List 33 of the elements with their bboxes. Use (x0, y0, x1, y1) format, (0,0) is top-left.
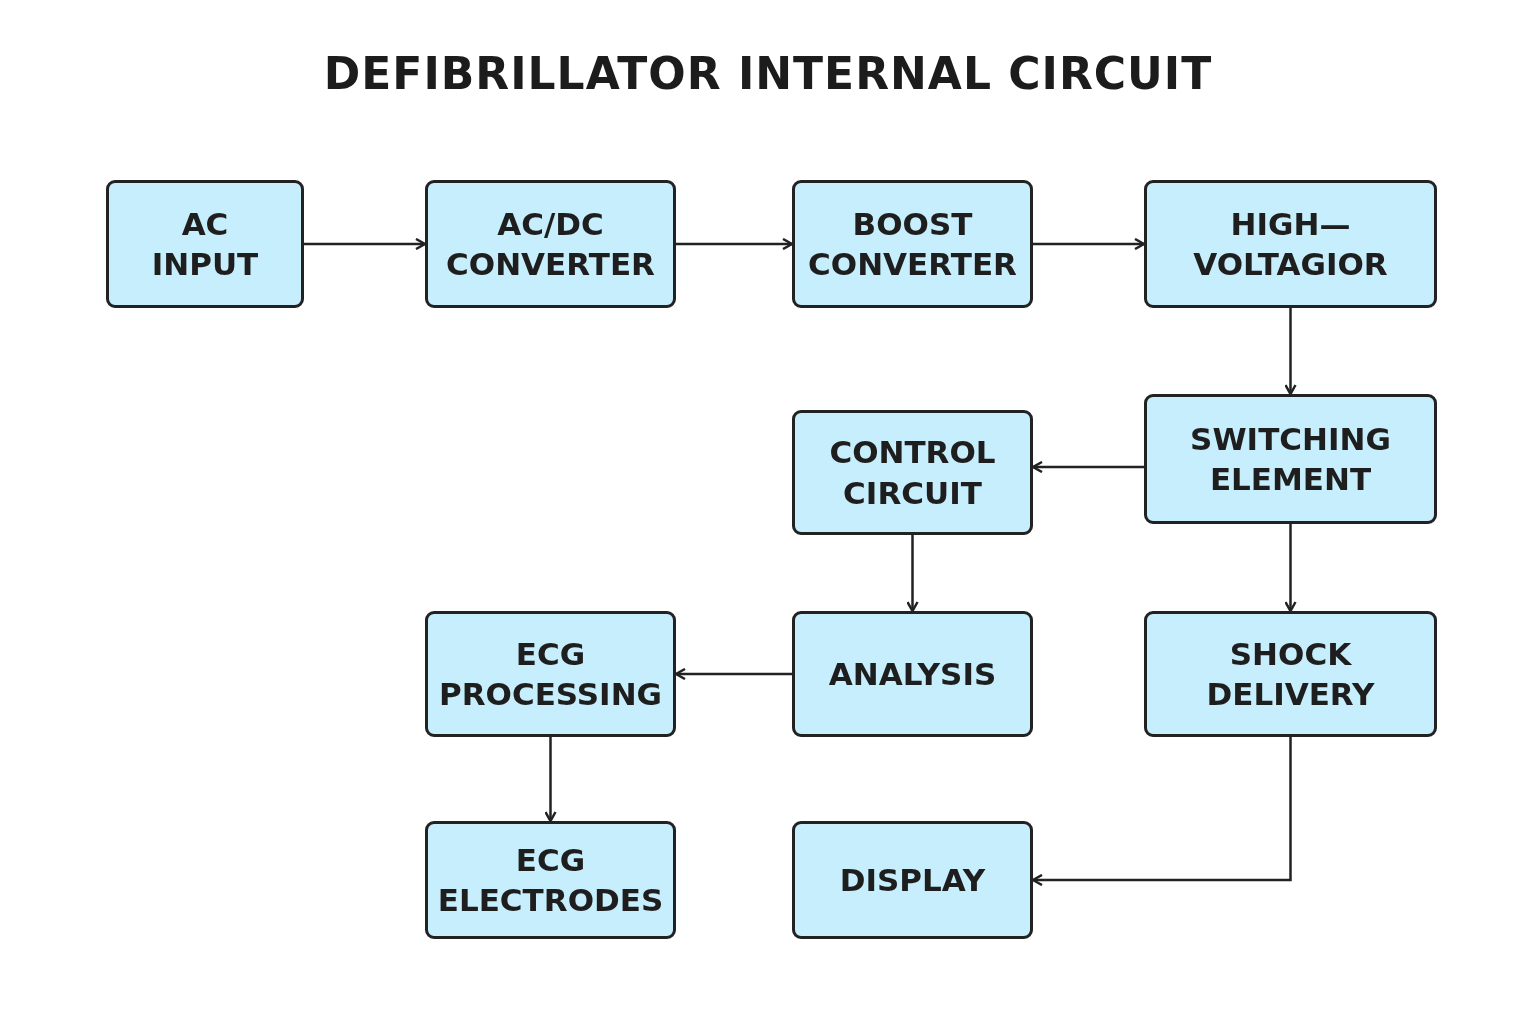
box-label: ECG ELECTRODES (436, 840, 665, 920)
box-label: BOOST CONVERTER (807, 204, 1018, 284)
arrow (1284, 308, 1297, 396)
process-box (792, 410, 1033, 535)
process-box (425, 180, 676, 308)
arrow (544, 737, 557, 823)
arrow (676, 237, 794, 251)
box-label: ECG PROCESSING (437, 634, 664, 714)
box-label: SWITCHING ELEMENT (1189, 419, 1392, 499)
box-label: AC INPUT (150, 204, 260, 284)
process-box (1144, 180, 1437, 308)
box-label: ANALYSIS (828, 654, 997, 694)
box-label: CONTROL CIRCUIT (828, 433, 997, 513)
process-box (792, 611, 1033, 737)
box-label: SHOCK DELIVERY (1205, 634, 1376, 714)
arrow (1033, 237, 1146, 251)
arrow (1031, 460, 1144, 474)
process-box (425, 611, 676, 737)
box-label: DISPLAY (839, 860, 986, 900)
box-label: HIGH— VOLTAGIOR (1192, 204, 1389, 284)
diagram-title: DEFIBRILLATOR INTERNAL CIRCUIT (323, 48, 1213, 99)
process-box (792, 821, 1033, 939)
process-box (1144, 611, 1437, 737)
arrow (304, 237, 427, 251)
process-box (106, 180, 304, 308)
arrow (1284, 524, 1297, 613)
process-box (1144, 394, 1437, 524)
process-box (792, 180, 1033, 308)
arrow (674, 667, 792, 681)
process-box (425, 821, 676, 939)
arrow (906, 535, 919, 613)
box-label: AC/DC CONVERTER (445, 204, 656, 284)
arrow (1031, 737, 1292, 887)
